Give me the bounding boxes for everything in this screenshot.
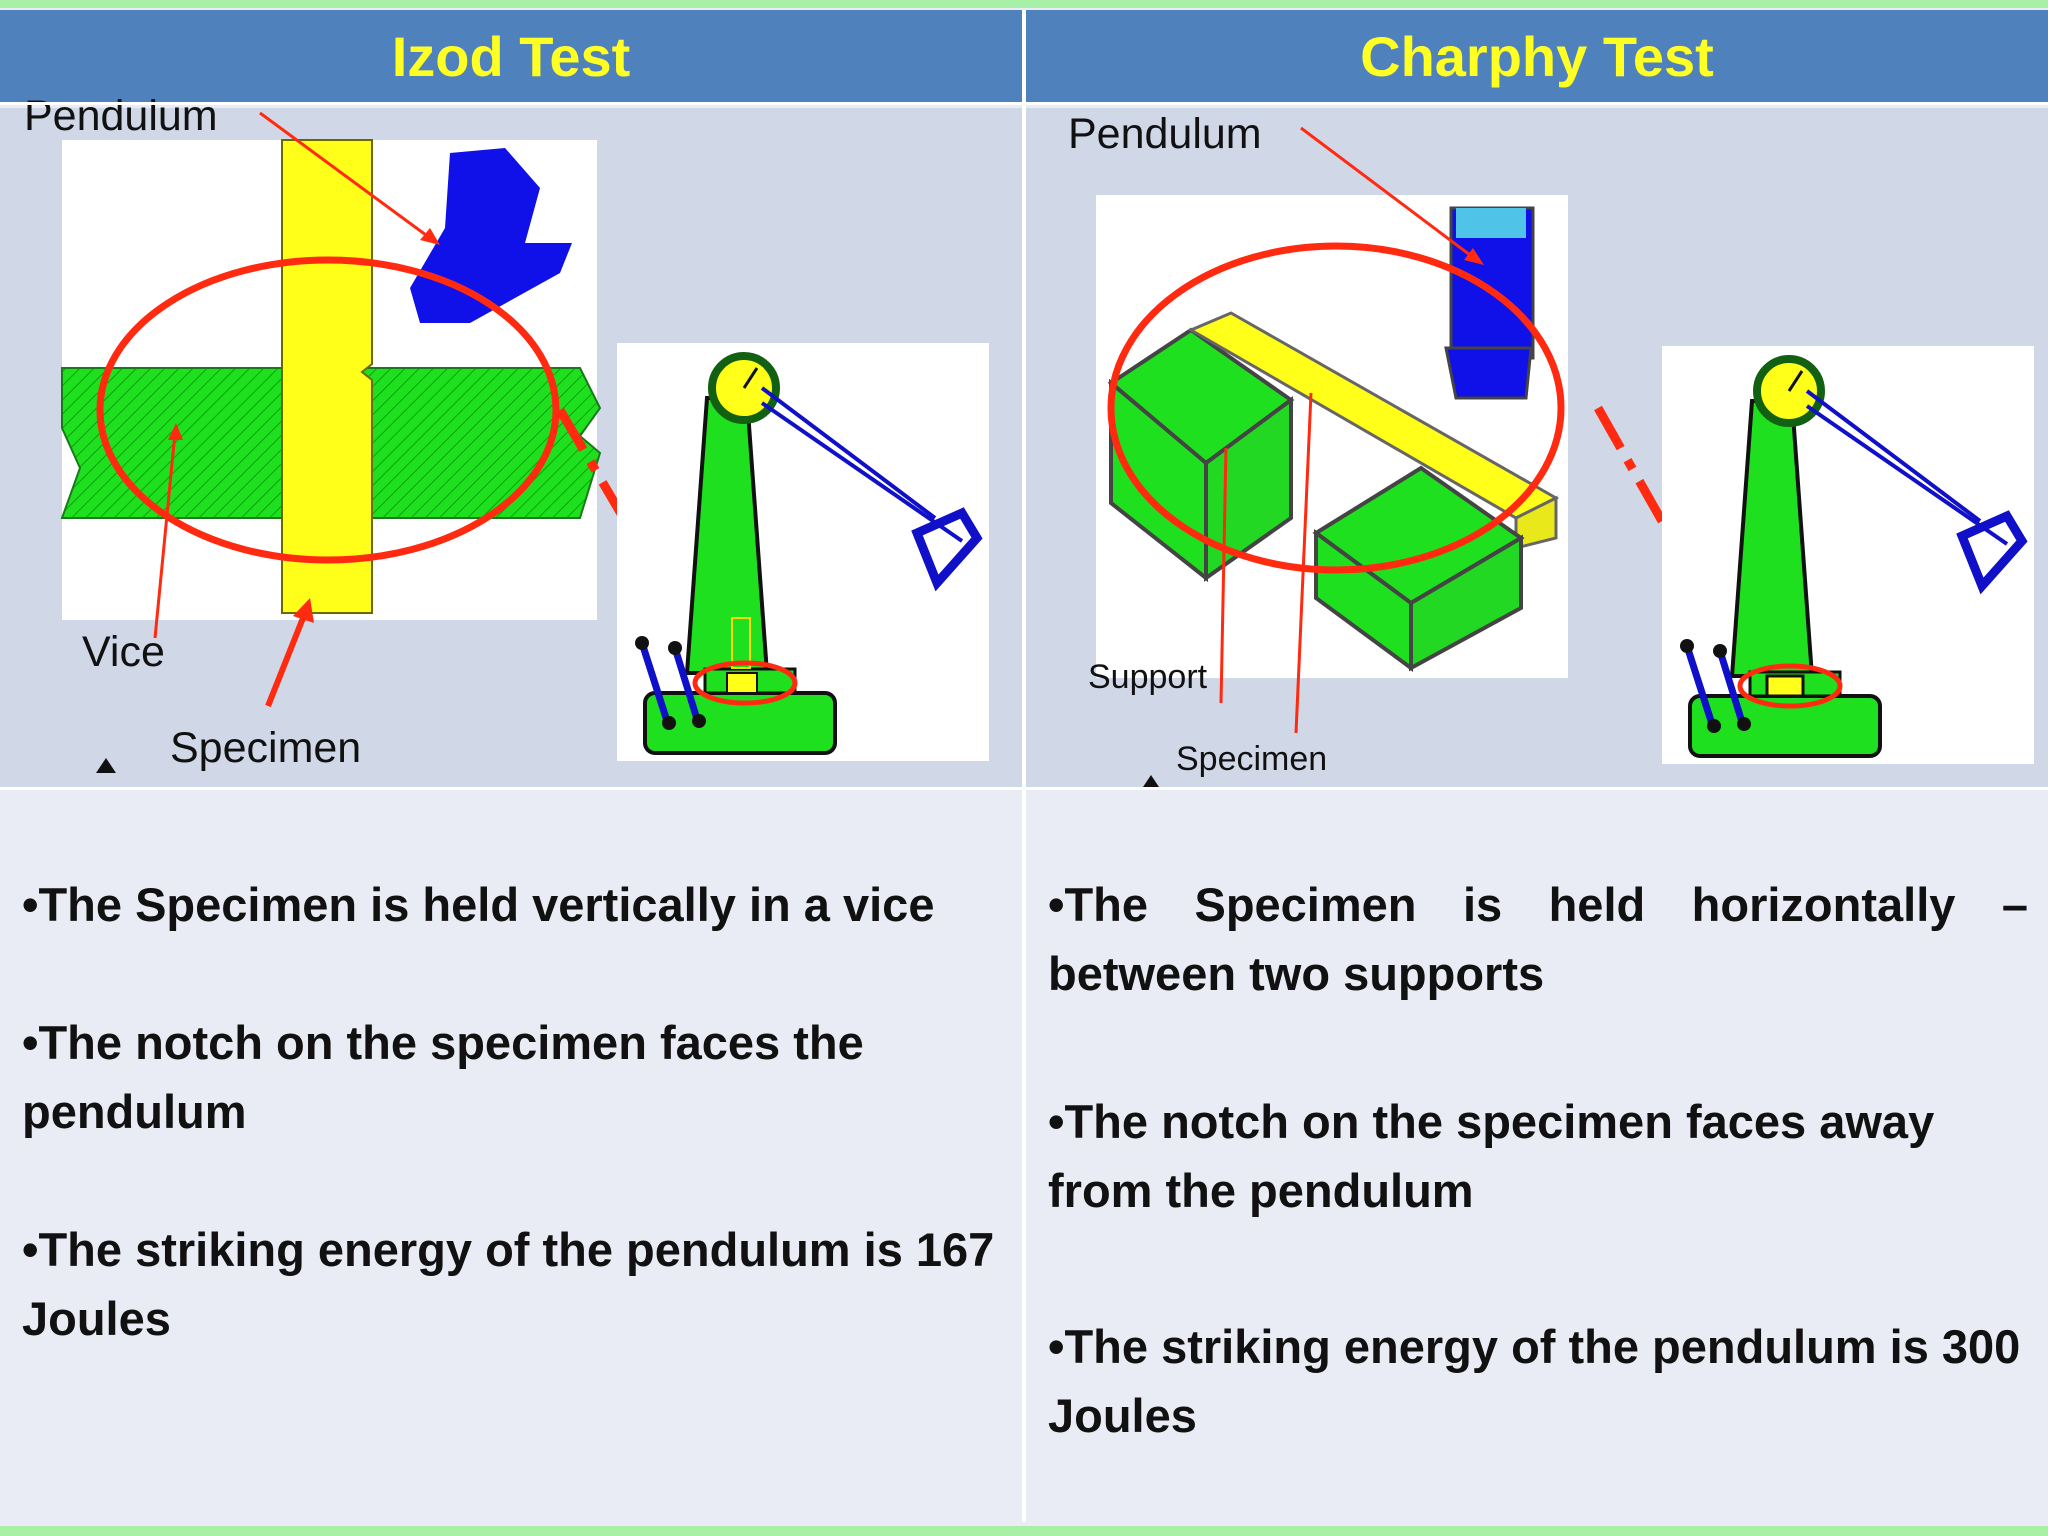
izod-specimen-label: Specimen — [170, 724, 362, 772]
header-divider — [0, 102, 2048, 105]
izod-text-cell: •The Specimen is held vertically in a vi… — [0, 790, 1022, 1522]
charpy-text-cell: •The Specimen is held horizontally – bet… — [1026, 790, 2048, 1522]
charpy-bullet-2: •The notch on the specimen faces away fr… — [1048, 1095, 1935, 1217]
izod-title: Izod Test — [391, 24, 631, 88]
izod-header: Izod Test — [0, 10, 1022, 102]
izod-pendulum-label: Pendulum — [24, 92, 218, 140]
izod-vice-label: Vice — [82, 628, 165, 676]
column-divider — [1022, 10, 1026, 1522]
izod-triangle-marker — [96, 758, 116, 773]
charpy-triangle-marker — [1141, 775, 1161, 790]
izod-bullet-1: •The Specimen is held vertically in a vi… — [22, 878, 935, 931]
charpy-bullet-3: •The striking energy of the pendulum is … — [1048, 1320, 2021, 1442]
charpy-specimen-label: Specimen — [1176, 740, 1328, 778]
izod-diagram-cell: Pendulum Vice Specimen — [0, 92, 1022, 788]
charpy-support-label: Support — [1088, 658, 1208, 696]
section-divider — [0, 787, 2048, 790]
charpy-header: Charphy Test — [1026, 10, 2048, 102]
izod-bullet-2: •The notch on the specimen faces the pen… — [22, 1016, 864, 1138]
charpy-closeup-diagram — [1096, 126, 1735, 734]
charpy-diagram-cell: Pendulum Support Specimen — [1026, 108, 2048, 790]
charpy-machine-diagram — [1662, 346, 2034, 764]
izod-machine-diagram — [617, 343, 989, 761]
charpy-title: Charphy Test — [1360, 24, 1714, 88]
izod-closeup-diagram — [60, 111, 704, 708]
charpy-bullet-1: •The Specimen is held horizontally – bet… — [1048, 878, 2028, 1000]
charpy-pendulum-label: Pendulum — [1068, 110, 1262, 158]
izod-bullet-3: •The striking energy of the pendulum is … — [22, 1223, 995, 1345]
